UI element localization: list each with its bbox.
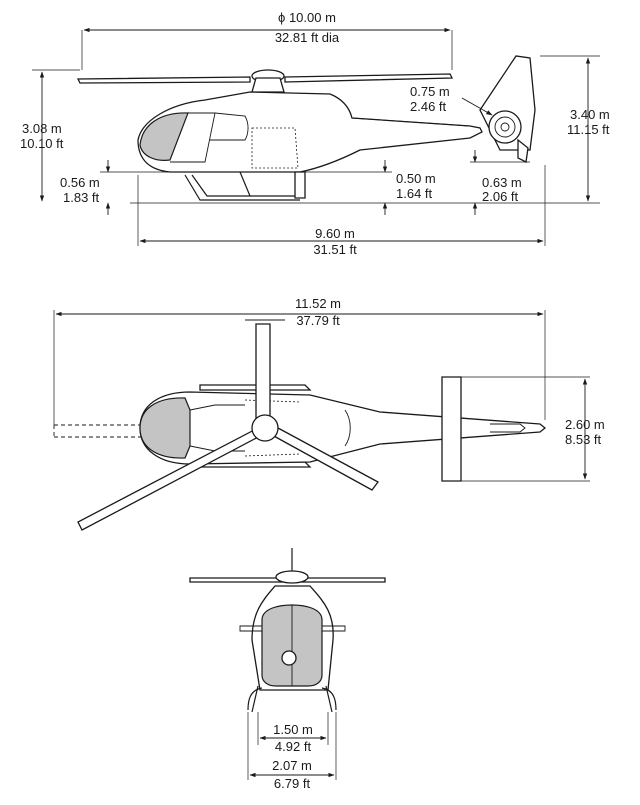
main-rotor-side	[76, 69, 454, 93]
fuselage-clearance-metric: 0.56 m	[60, 175, 100, 190]
tail-clearance-imperial: 2.06 ft	[482, 189, 519, 204]
fuselage-length-metric: 9.60 m	[315, 226, 355, 241]
overall-height-metric: 3.40 m	[570, 107, 610, 122]
skid-outer-width-imperial: 6.79 ft	[274, 776, 311, 791]
overall-height-imperial: 11.15 ft	[567, 122, 610, 137]
stabilizer-span-imperial: 8.53 ft	[565, 432, 602, 447]
skid-inner-width-imperial: 4.92 ft	[275, 739, 312, 754]
hub-height-metric: 3.08 m	[22, 121, 62, 136]
skid-outer-width-metric: 2.07 m	[272, 758, 312, 773]
skid-height-imperial: 1.64 ft	[396, 186, 433, 201]
side-view: ϕ 10.00 m 32.81 ft dia 3.08 m 10.10 ft 0…	[20, 10, 610, 257]
fenestron-offset-imperial: 2.46 ft	[410, 99, 447, 114]
overall-length-imperial: 37.79 ft	[296, 313, 340, 328]
tail-clearance-metric: 0.63 m	[482, 175, 522, 190]
rotor-diameter-imperial: 32.81 ft dia	[275, 30, 340, 45]
front-view: 1.50 m 4.92 ft 2.07 m 6.79 ft	[189, 548, 386, 791]
hub-height-imperial: 10.10 ft	[20, 136, 64, 151]
fuselage-side	[137, 55, 536, 201]
fenestron-offset-metric: 0.75 m	[410, 84, 450, 99]
fuselage-clearance-imperial: 1.83 ft	[63, 190, 100, 205]
stabilizer-span-metric: 2.60 m	[565, 417, 605, 432]
skid-height-metric: 0.50 m	[396, 171, 436, 186]
fuselage-length-imperial: 31.51 ft	[313, 242, 357, 257]
skid-inner-width-metric: 1.50 m	[273, 722, 313, 737]
overall-length-metric: 11.52 m	[295, 296, 341, 311]
top-view: 11.52 m 37.79 ft 2.60 m 8.53 ft	[53, 296, 605, 531]
rotor-diameter-metric: ϕ 10.00 m	[278, 10, 336, 25]
